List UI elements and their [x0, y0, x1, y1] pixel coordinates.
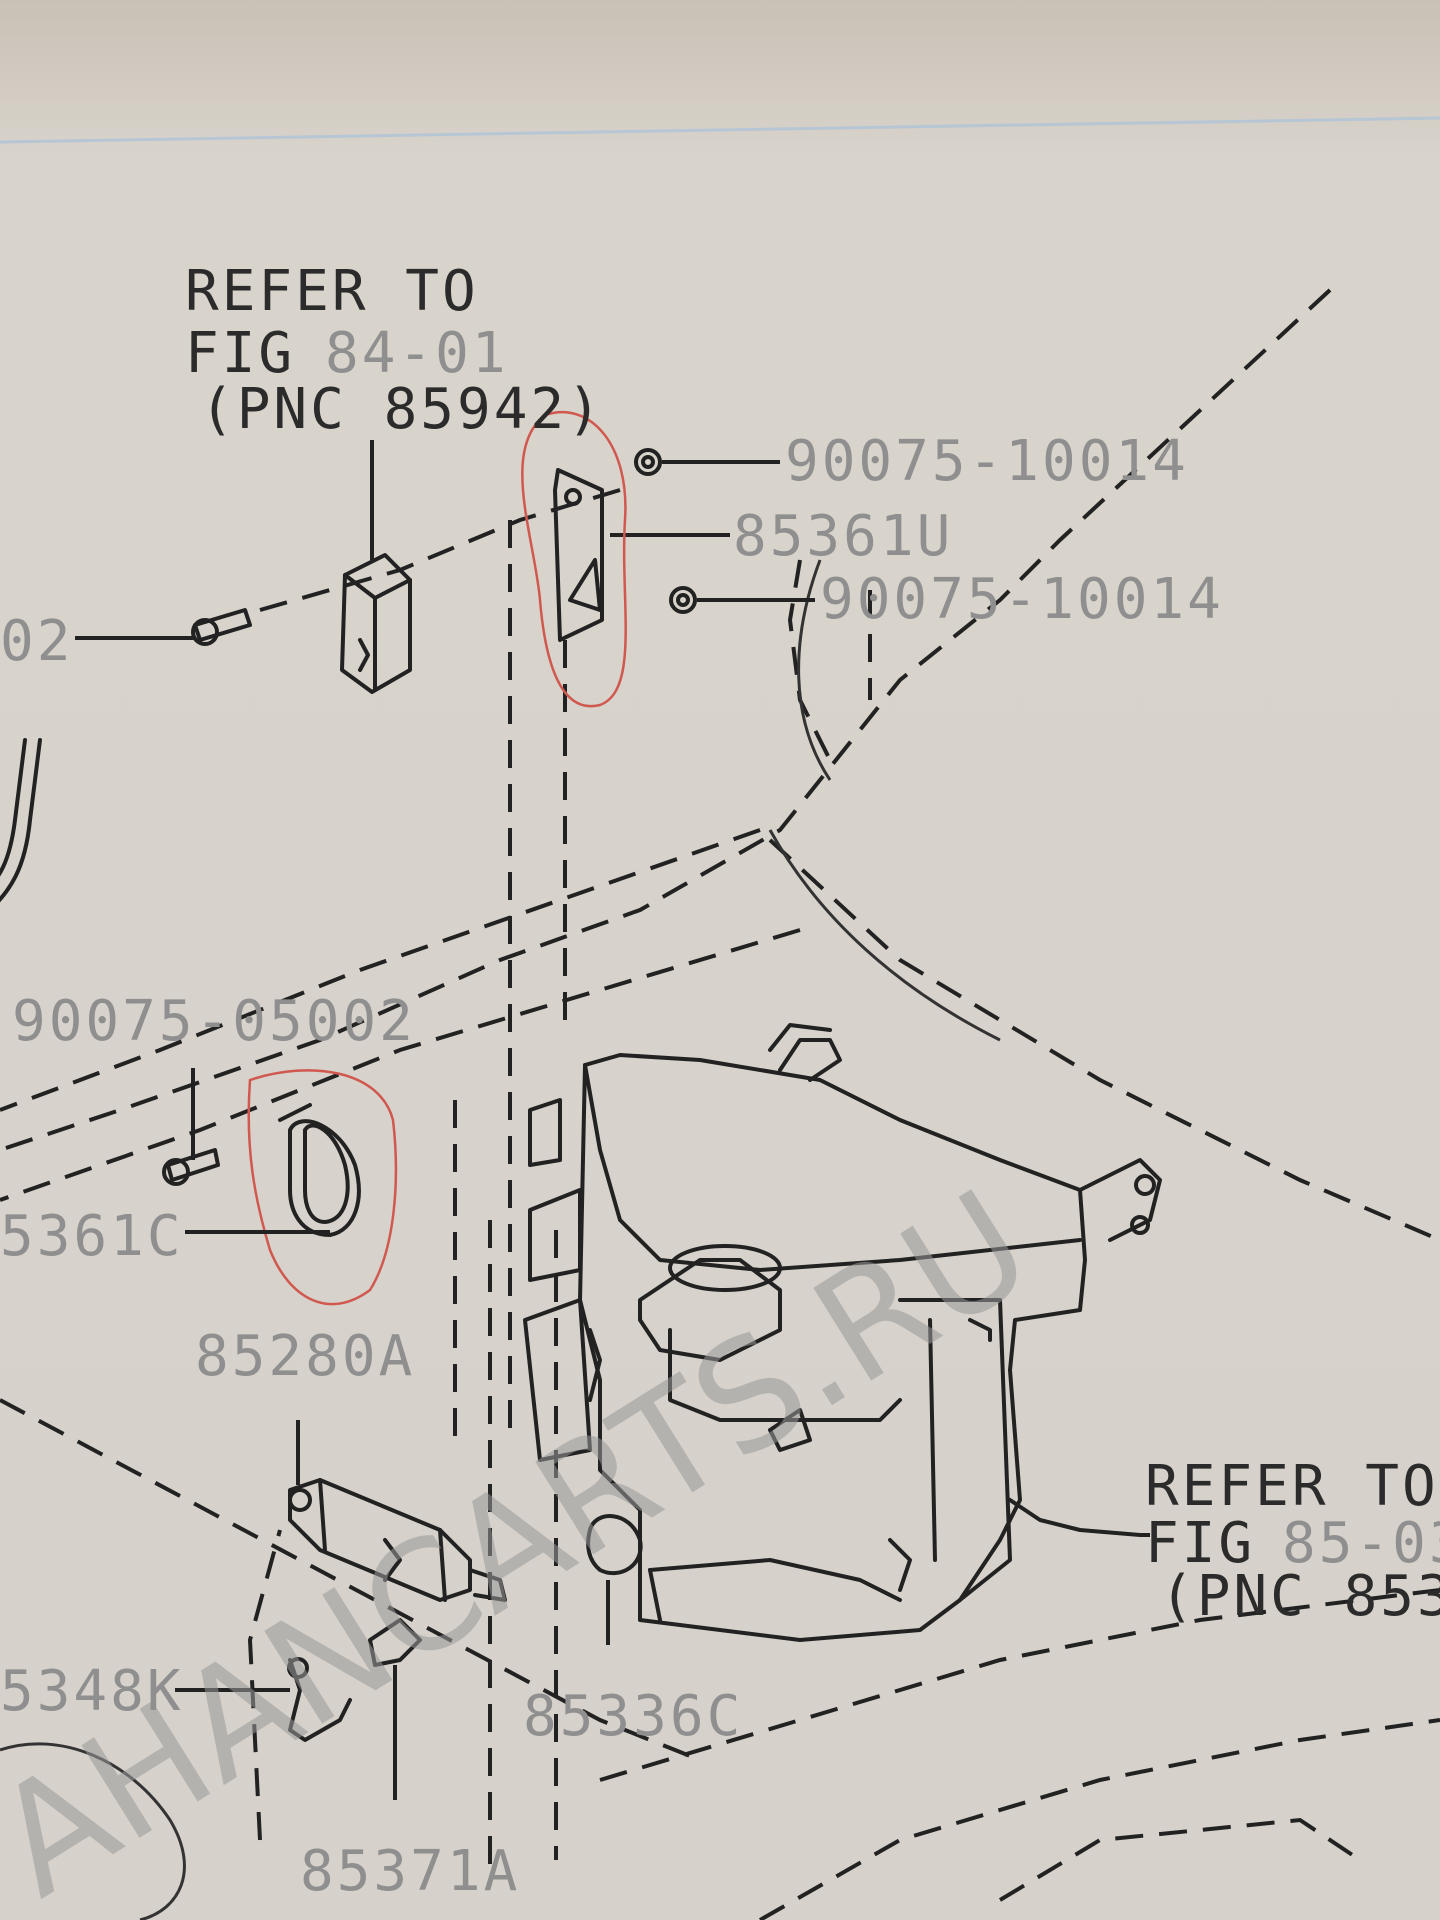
- refer-top-line1: REFER TO: [185, 259, 479, 324]
- screen-edge: [0, 116, 1440, 144]
- joint-85371a: [368, 1618, 422, 1667]
- highlight-circle-clamp: [247, 1069, 398, 1306]
- refer-top: REFER TO FIG 84-01 (PNC 85942): [185, 259, 604, 442]
- highlight-circle-bracket: [521, 410, 627, 708]
- refer-right-pnc: (PNC 8533: [1160, 1564, 1440, 1629]
- clamp-85361c: [278, 1103, 361, 1237]
- pipe-inner: [0, 738, 27, 877]
- loop: [0, 1742, 186, 1920]
- nut-top: [634, 448, 662, 476]
- refer-top-pnc: (PNC 85942): [200, 377, 604, 442]
- refer-right: REFER TO FIG 85-03 (PNC 8533: [1145, 1454, 1440, 1629]
- pump-85280a: [288, 1478, 507, 1602]
- part-label-5348k[interactable]: 5348K: [0, 1659, 184, 1724]
- refer-top-fig-link[interactable]: 84-01: [325, 321, 509, 386]
- part-label-5361c[interactable]: 5361C: [0, 1204, 184, 1269]
- part-label-85371a[interactable]: 85371A: [300, 1839, 520, 1904]
- grommet-85336c: [586, 1514, 643, 1576]
- refer-right-line1: REFER TO: [1145, 1454, 1439, 1519]
- refer-right-fig-link[interactable]: 85-03: [1282, 1511, 1440, 1576]
- refer-top-fig-prefix: FIG: [185, 321, 295, 386]
- part-label-90075-10014-top[interactable]: 90075-10014: [785, 429, 1189, 494]
- washer-tank: [523, 1023, 1162, 1642]
- relay-unit: [340, 553, 412, 694]
- part-label-90075-10014-mid[interactable]: 90075-10014: [820, 567, 1224, 632]
- bracket-85361u: [553, 468, 604, 642]
- bolt-left: [191, 608, 252, 646]
- refer-right-fig-prefix: FIG: [1145, 1511, 1255, 1576]
- part-label-02[interactable]: 02: [0, 609, 73, 674]
- part-label-85361u[interactable]: 85361U: [733, 504, 953, 569]
- bolt-05002: [162, 1148, 220, 1186]
- pipe: [0, 738, 42, 903]
- part-label-90075-05002[interactable]: 90075-05002: [12, 989, 416, 1054]
- nut-mid: [669, 586, 697, 614]
- part-label-85280a[interactable]: 85280A: [195, 1324, 415, 1389]
- hose-85348k: [287, 1657, 352, 1742]
- part-label-85336c[interactable]: 85336C: [523, 1684, 743, 1749]
- body-outline: [0, 288, 1440, 1920]
